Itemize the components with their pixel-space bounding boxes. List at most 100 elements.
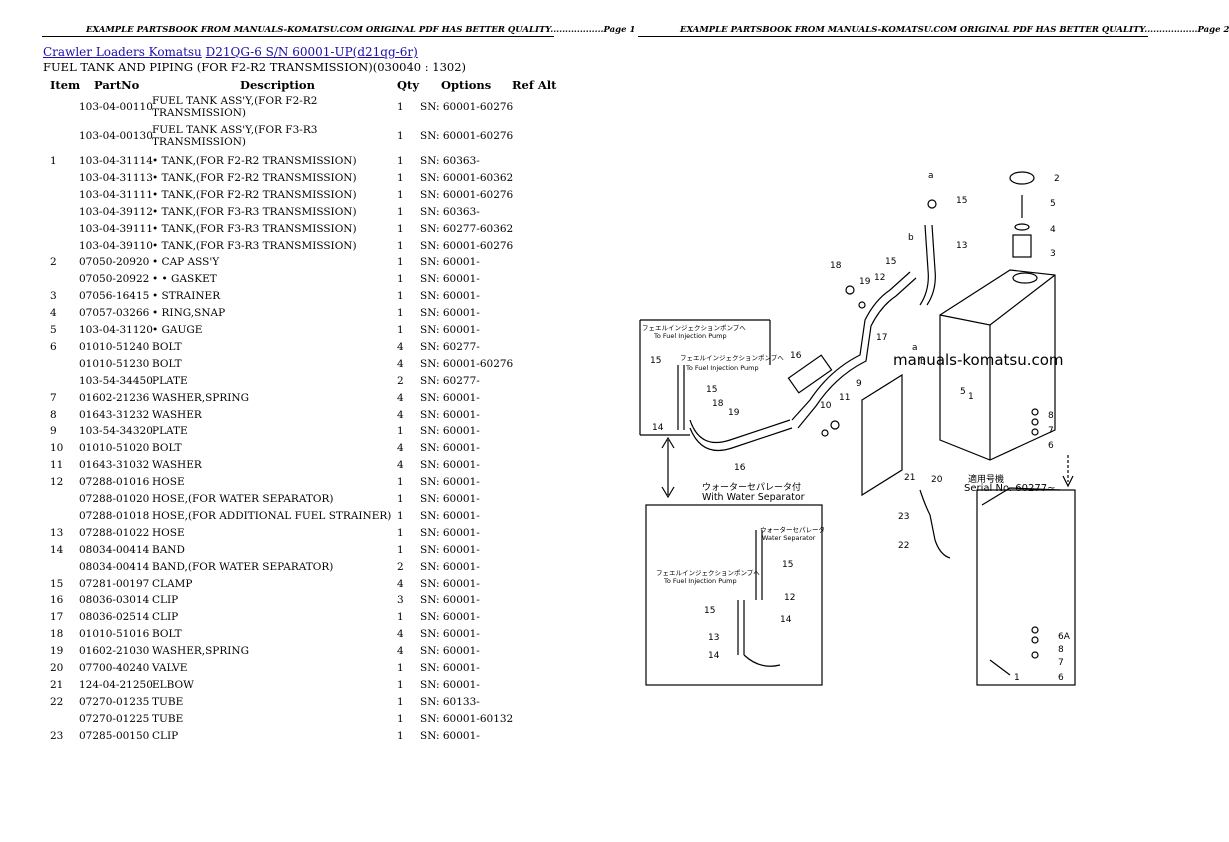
- row-quantity: 4: [397, 357, 404, 370]
- row-description: BAND,(FOR WATER SEPARATOR): [152, 560, 334, 573]
- row-options: SN: 60001-: [420, 577, 480, 590]
- row-quantity: 1: [397, 526, 404, 539]
- row-item-number: 17: [50, 611, 64, 624]
- row-part-number: 103-54-34320: [79, 425, 153, 438]
- row-part-number: 07288-01016: [79, 476, 150, 489]
- row-item-number: 1: [50, 155, 57, 167]
- row-options: SN: 60001-: [420, 662, 480, 674]
- row-part-number: 01643-31032: [79, 459, 150, 472]
- svg-text:16: 16: [734, 463, 746, 473]
- row-quantity: 1: [397, 130, 404, 142]
- row-quantity: 1: [397, 678, 404, 691]
- row-item-number: 9: [50, 425, 57, 438]
- row-options: SN: 60001-: [420, 594, 480, 607]
- column-header-options: Options: [441, 78, 492, 92]
- svg-text:7: 7: [1058, 658, 1064, 668]
- row-description: • RING,SNAP: [152, 307, 226, 320]
- row-item-number: 15: [50, 577, 64, 590]
- row-quantity: 1: [397, 155, 404, 167]
- svg-text:19: 19: [859, 277, 871, 287]
- row-item-number: 19: [50, 645, 64, 658]
- row-description: • CAP ASS'Y: [152, 256, 220, 269]
- row-part-number: 124-04-21250: [79, 678, 153, 691]
- svg-text:14: 14: [708, 651, 720, 661]
- row-item-number: 3: [50, 290, 57, 303]
- row-options: SN: 60001-: [420, 560, 480, 573]
- row-options: SN: 60363-: [420, 155, 480, 167]
- row-options: SN: 60001-: [420, 543, 480, 556]
- row-quantity: 4: [397, 645, 404, 658]
- row-description: • STRAINER: [152, 290, 221, 303]
- svg-text:2: 2: [1054, 174, 1060, 184]
- row-quantity: 4: [397, 459, 404, 472]
- svg-text:9: 9: [856, 379, 862, 389]
- svg-text:b: b: [908, 233, 914, 243]
- row-quantity: 1: [397, 256, 404, 269]
- svg-text:14: 14: [652, 423, 664, 433]
- svg-text:23: 23: [898, 512, 909, 522]
- row-options: SN: 60277-: [420, 340, 480, 353]
- svg-text:21: 21: [904, 473, 915, 483]
- row-description: CLIP: [152, 729, 179, 742]
- row-description: ELBOW: [152, 678, 194, 691]
- row-part-number: 103-04-39111: [79, 222, 153, 235]
- row-options: SN: 60001-: [420, 391, 480, 404]
- row-quantity: 1: [397, 307, 404, 320]
- svg-text:フェエルインジェクションポンプへ: フェエルインジェクションポンプへ: [680, 354, 784, 362]
- watermark: manuals-komatsu.com: [893, 351, 1064, 369]
- row-item-number: 13: [50, 526, 64, 539]
- svg-text:20: 20: [931, 475, 943, 485]
- row-part-number: 07270-01225: [79, 712, 150, 725]
- row-quantity: 4: [397, 442, 404, 455]
- svg-text:8: 8: [1048, 411, 1054, 421]
- svg-text:8: 8: [1058, 645, 1064, 655]
- svg-text:With Water Separator: With Water Separator: [702, 492, 805, 503]
- row-part-number: 07700-40240: [79, 662, 150, 674]
- row-part-number: 08036-03014: [79, 594, 150, 607]
- svg-text:a: a: [928, 171, 934, 181]
- breadcrumb-link-category[interactable]: Crawler Loaders Komatsu: [43, 45, 202, 59]
- svg-text:a: a: [912, 343, 918, 353]
- row-description: BOLT: [152, 357, 182, 370]
- row-options: SN: 60001-: [420, 509, 480, 522]
- row-options: SN: 60001-60276: [420, 188, 514, 201]
- row-options: SN: 60001-60276: [420, 357, 514, 370]
- svg-text:13: 13: [956, 241, 967, 251]
- svg-text:10: 10: [820, 401, 832, 411]
- row-description: WASHER: [152, 408, 202, 421]
- svg-text:1: 1: [968, 392, 974, 402]
- svg-text:19: 19: [728, 408, 740, 418]
- row-part-number: 07288-01022: [79, 526, 150, 539]
- svg-text:13: 13: [708, 633, 719, 643]
- row-item-number: 2: [50, 256, 57, 269]
- row-description: BAND: [152, 543, 185, 556]
- svg-text:15: 15: [704, 606, 715, 616]
- row-quantity: 1: [397, 290, 404, 303]
- row-options: SN: 60001-: [420, 628, 480, 641]
- breadcrumb-link-model[interactable]: D21QG-6 S/N 60001-UP(d21qg-6r): [205, 45, 418, 59]
- row-quantity: 1: [397, 476, 404, 489]
- svg-text:15: 15: [885, 257, 896, 267]
- svg-text:4: 4: [1050, 225, 1056, 235]
- row-part-number: 103-04-31114: [79, 155, 153, 167]
- row-quantity: 1: [397, 239, 404, 252]
- row-quantity: 1: [397, 729, 404, 742]
- row-options: SN: 60001-: [420, 324, 480, 336]
- row-description: TUBE: [152, 695, 184, 708]
- row-description: • • GASKET: [152, 273, 217, 286]
- row-quantity: 1: [397, 273, 404, 286]
- row-part-number: 08034-00414: [79, 543, 150, 556]
- row-description: WASHER,SPRING: [152, 391, 249, 404]
- svg-text:17: 17: [876, 333, 887, 343]
- svg-text:b: b: [920, 357, 926, 367]
- row-item-number: 22: [50, 695, 64, 708]
- row-options: SN: 60001-: [420, 290, 480, 303]
- row-quantity: 4: [397, 628, 404, 641]
- svg-text:15: 15: [782, 560, 793, 570]
- breadcrumb: Crawler Loaders Komatsu D21QG-6 S/N 6000…: [43, 45, 418, 59]
- svg-text:To Fuel Injection Pump: To Fuel Injection Pump: [663, 577, 737, 585]
- row-description: VALVE: [152, 662, 188, 674]
- row-description: FUEL TANK ASS'Y,(FOR F3-R3 TRANSMISSION): [152, 124, 318, 148]
- svg-text:7: 7: [1048, 426, 1054, 436]
- row-options: SN: 60001-: [420, 476, 480, 489]
